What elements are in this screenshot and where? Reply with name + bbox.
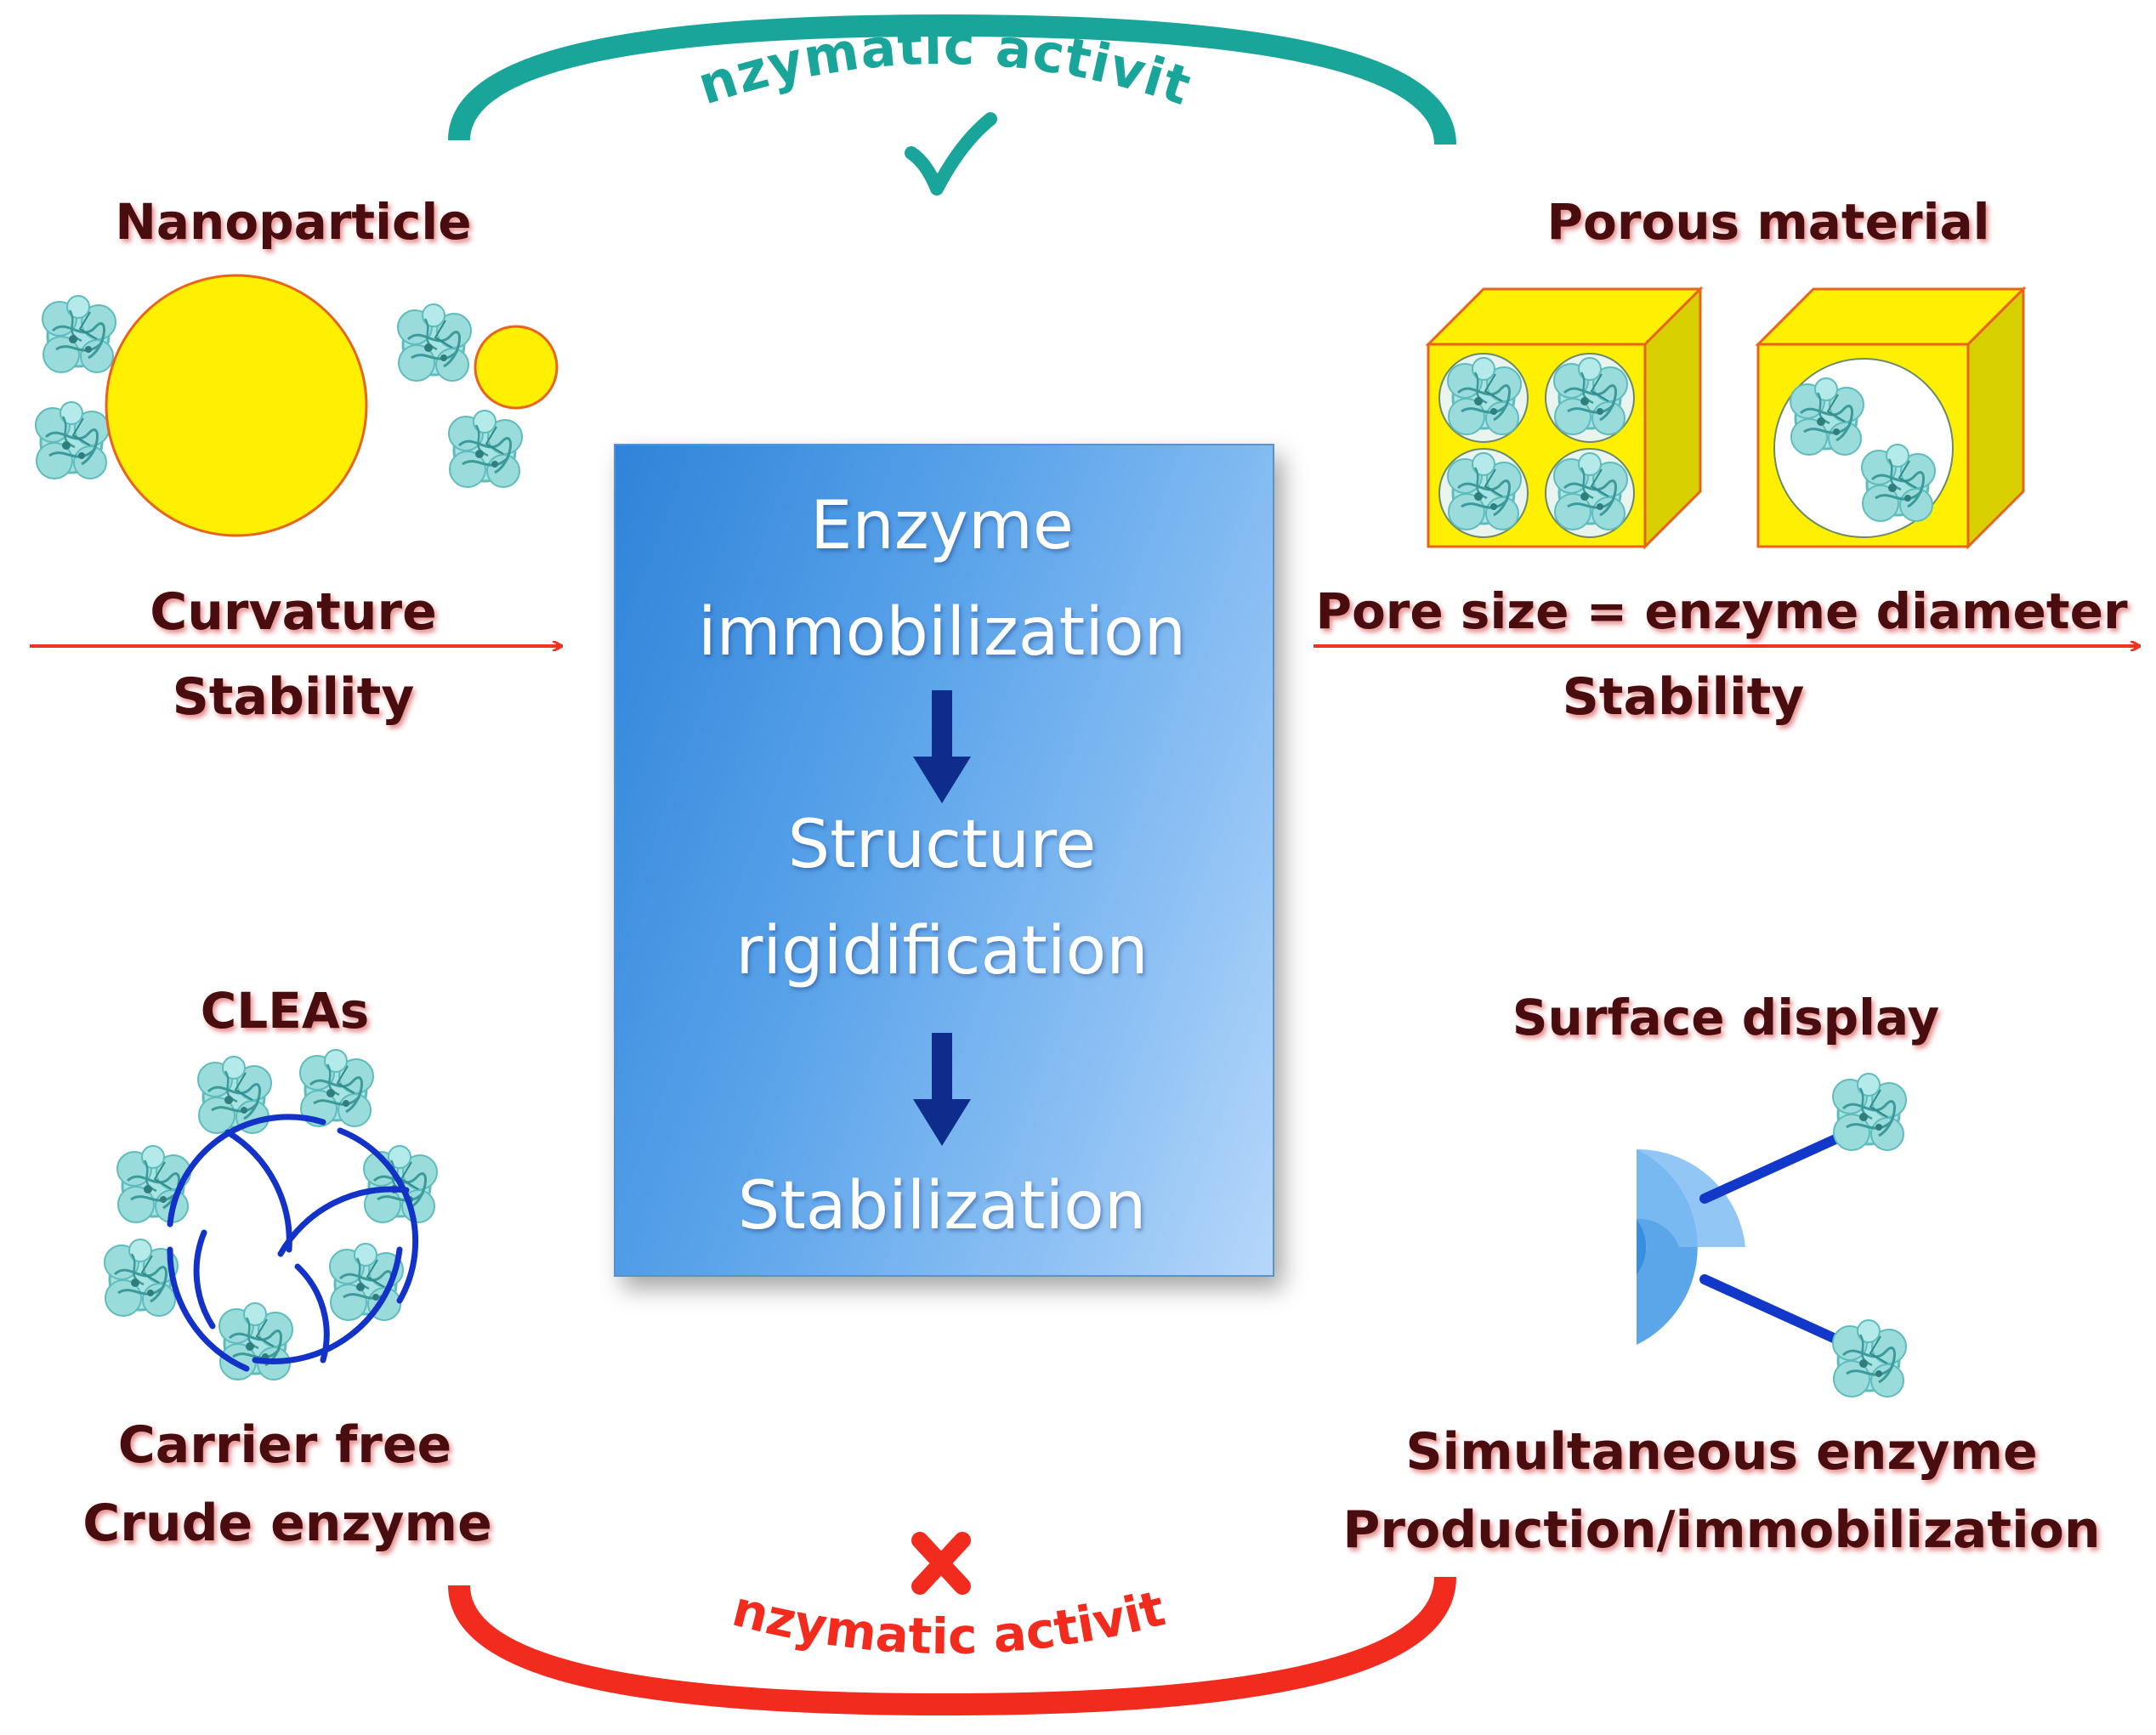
step1-line2: immobilization bbox=[697, 594, 1187, 671]
top-activity-arc bbox=[448, 14, 1456, 145]
nanoparticle-line1: Curvature bbox=[150, 582, 437, 642]
enzyme-icon bbox=[218, 1301, 294, 1381]
small-nanoparticle bbox=[474, 325, 559, 410]
step1-line1: Enzyme bbox=[810, 488, 1074, 564]
enzyme-icon bbox=[1831, 1072, 1908, 1152]
nanoparticle-line2: Stability bbox=[172, 667, 415, 727]
enzyme-icon bbox=[34, 400, 111, 480]
bottom-activity-arc bbox=[448, 1576, 1456, 1716]
enzyme-icon bbox=[447, 409, 524, 489]
enzyme-icon bbox=[103, 1238, 179, 1318]
cleas-title: CLEAs bbox=[200, 982, 370, 1040]
surface-line2: Production/immobilization bbox=[1342, 1500, 2101, 1560]
large-nanoparticle bbox=[105, 274, 368, 537]
step3-label: Stabilization bbox=[737, 1168, 1147, 1245]
nanoparticle-title: Nanoparticle bbox=[115, 193, 472, 251]
enzyme-icon bbox=[396, 303, 473, 383]
nanoparticle-illustration bbox=[34, 274, 559, 537]
surface-display-illustration bbox=[1637, 1072, 1908, 1398]
cross-icon bbox=[911, 1532, 971, 1595]
enzyme-icon bbox=[1789, 377, 1865, 456]
porous-title: Porous material bbox=[1546, 193, 1990, 251]
cleas-line1: Carrier free bbox=[117, 1415, 452, 1475]
enzyme-icon bbox=[1446, 356, 1523, 436]
enzyme-icon bbox=[1860, 443, 1937, 523]
step2-line2: rigidification bbox=[735, 913, 1149, 989]
enzyme-icon bbox=[298, 1048, 375, 1128]
enzyme-icon bbox=[1552, 451, 1629, 531]
surface-title: Surface display bbox=[1512, 989, 1940, 1046]
enzyme-icon bbox=[1552, 356, 1629, 436]
enzyme-icon bbox=[1446, 451, 1523, 531]
clea-aggregate bbox=[103, 1048, 439, 1381]
porous-cube-small-pores bbox=[1425, 286, 1704, 550]
step2-line1: Structure bbox=[787, 807, 1097, 883]
enzyme-icon bbox=[41, 294, 117, 374]
porous-line2: Stability bbox=[1562, 667, 1805, 727]
checkmark-icon bbox=[905, 112, 997, 196]
porous-line1: Pore size = enzyme diameter bbox=[1315, 582, 2128, 640]
cleas-line2: Crude enzyme bbox=[82, 1494, 492, 1553]
porous-cube-large-pore bbox=[1755, 286, 2027, 550]
surface-line1: Simultaneous enzyme bbox=[1405, 1422, 2038, 1482]
enzyme-icon bbox=[1831, 1318, 1908, 1398]
